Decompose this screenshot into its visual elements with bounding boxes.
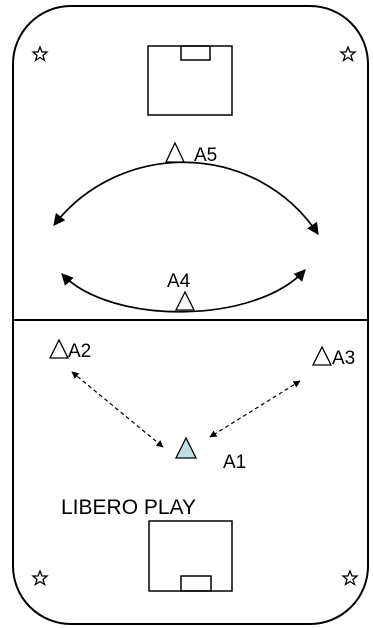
player-a5-triangle-icon [164,141,186,163]
label-a2: A2 [68,341,91,362]
upper-curved-arrow [53,161,319,235]
field-outline [12,5,369,625]
star-outline-icon [339,45,357,63]
player-a3-triangle-icon [311,345,333,366]
label-a3: A3 [332,348,355,369]
player-a1-triangle-icon [174,436,198,459]
dashed-arrow-a2-a1 [71,371,164,448]
dashed-arrow-a3-a1 [209,380,301,438]
bottom-goal-mouth [180,575,212,592]
label-a1: A1 [223,452,246,473]
top-goal [147,45,233,116]
star-outline-icon [341,569,359,587]
player-a2-triangle-icon [48,338,70,359]
label-a5: A5 [194,145,217,166]
lower-curved-arrow [61,269,306,313]
star-outline-icon [31,45,49,63]
label-a4: A4 [167,271,191,292]
player-a4-triangle-icon [174,290,196,311]
star-outline-icon [31,569,49,587]
bottom-goal [148,520,233,592]
top-goal-mouth [180,45,211,61]
diagram-caption: LIBERO PLAY [61,496,196,519]
